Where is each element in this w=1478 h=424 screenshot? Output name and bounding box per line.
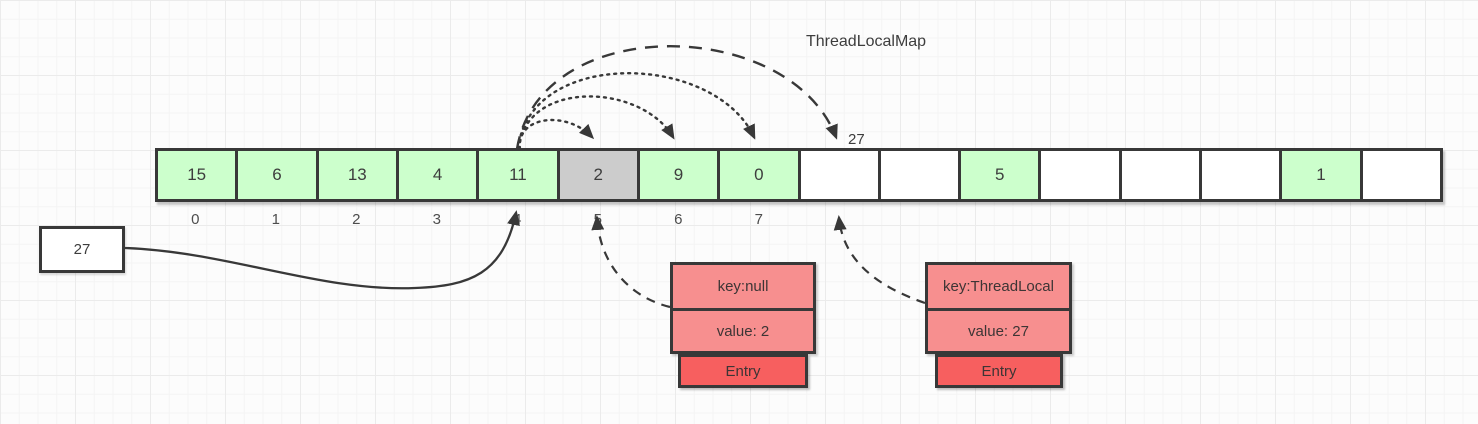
probe-arc-slot7 [516, 72, 756, 151]
array-cell-6: 9 [636, 151, 718, 199]
entry-stale: key:null value: 2 Entry [670, 262, 816, 388]
slot-index-6: 6 [674, 211, 683, 228]
slot-index-1: 1 [271, 211, 280, 228]
array-cell-14: 1 [1279, 151, 1360, 199]
entry-threadlocal-key: key:ThreadLocal [943, 278, 1054, 295]
array-cell-9 [877, 151, 959, 199]
array-cell-8 [797, 151, 878, 199]
array-cell-2: 13 [315, 151, 396, 199]
array-cell-4: 11 [476, 151, 557, 199]
entry-threadlocal-value: value: 27 [928, 308, 1069, 351]
array-cell-10: 5 [958, 151, 1039, 199]
probe-arc-slot6 [517, 95, 675, 151]
array-cell-7: 0 [717, 151, 798, 199]
entry-stale-value: value: 2 [673, 308, 813, 351]
value-box-to-slot4-line [124, 210, 520, 290]
entry-threadlocal-body: key:ThreadLocal value: 27 [925, 262, 1072, 354]
probe-arc-slot5 [518, 118, 595, 151]
array-cell-3: 4 [395, 151, 477, 199]
entry-stale-body: key:null value: 2 [670, 262, 816, 354]
entry-threadlocal-tag: Entry [935, 354, 1063, 388]
probe-value-label: 27 [848, 131, 865, 148]
value-box: 27 [39, 226, 125, 273]
array-cell-0: 15 [158, 151, 236, 199]
array-cell-5: 2 [556, 151, 637, 199]
array-cell-12 [1118, 151, 1200, 199]
threadlocal-entry-to-slot8-line [833, 215, 926, 305]
entry-stale-tag: Entry [678, 354, 808, 388]
slot-index-3: 3 [432, 211, 441, 228]
array-cell-11 [1038, 151, 1119, 199]
array-cell-13 [1199, 151, 1280, 199]
probe-arc-slot8-dashed [515, 45, 838, 150]
slot-index-2: 2 [352, 211, 361, 228]
array-cell-15 [1359, 151, 1440, 199]
entry-stale-key: key:null [717, 278, 769, 295]
diagram-title: ThreadLocalMap [806, 33, 927, 50]
array-cell-1: 6 [235, 151, 316, 199]
slot-index-7: 7 [754, 211, 763, 228]
slot-index-0: 0 [191, 211, 200, 228]
stale-entry-to-slot5-line [591, 215, 671, 309]
entry-threadlocal: key:ThreadLocal value: 27 Entry [925, 262, 1072, 388]
